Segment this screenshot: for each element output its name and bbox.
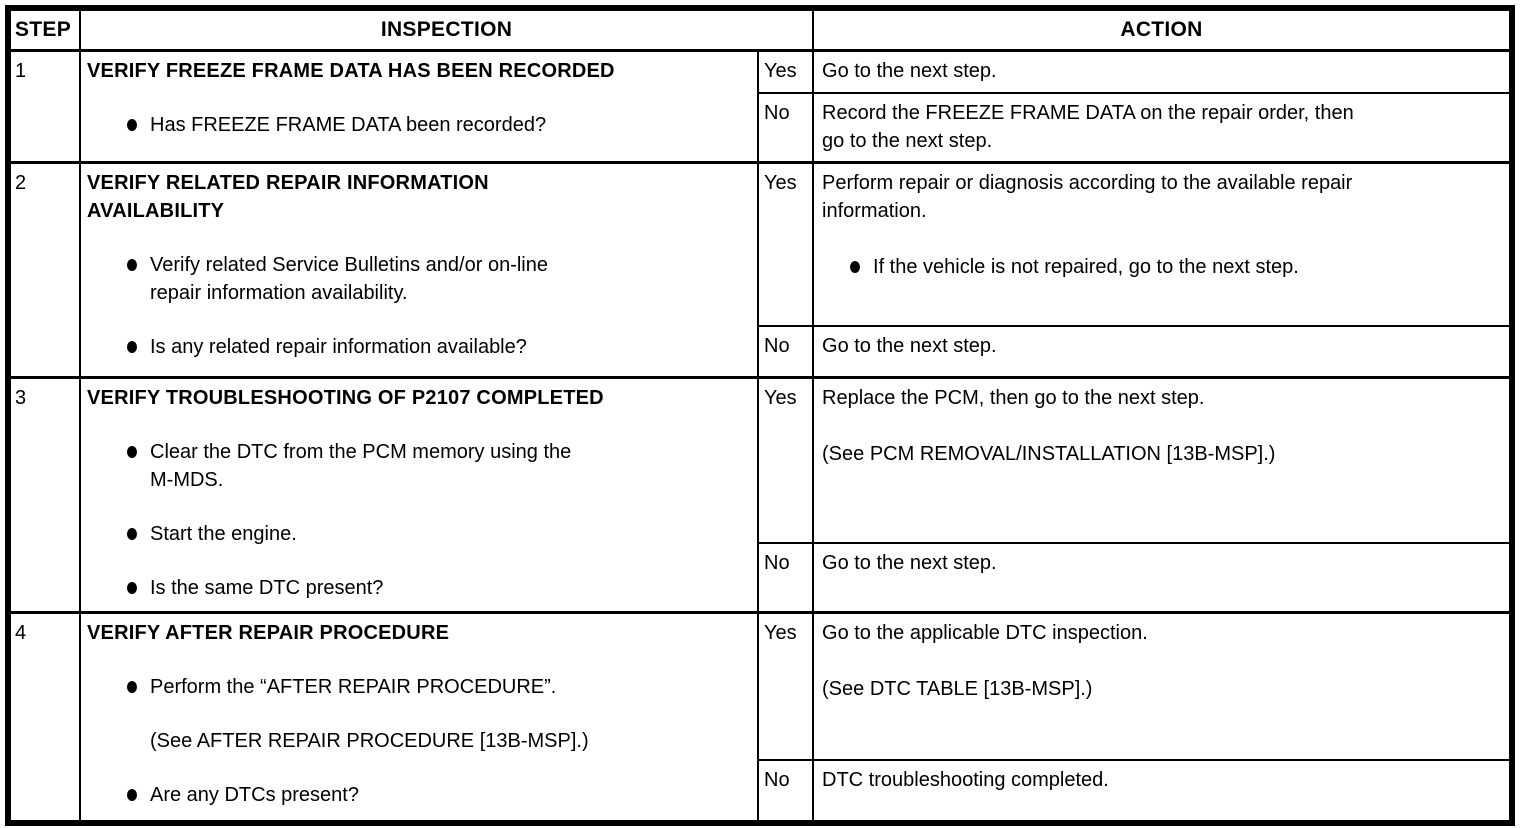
action-text: Go to the next step. bbox=[822, 334, 997, 357]
header-row: STEP INSPECTION ACTION bbox=[7, 7, 1513, 52]
yes-action-cell: Perform repair or diagnosis according to… bbox=[812, 161, 1513, 327]
no-label: No bbox=[756, 91, 815, 164]
action-reference-note: (See DTC TABLE [13B-MSP].) bbox=[822, 678, 1093, 700]
action-col-header: ACTION bbox=[812, 7, 1513, 52]
action-text: Go to the next step. bbox=[822, 60, 997, 82]
bullet-text: Has FREEZE FRAME DATA been recorded? bbox=[150, 114, 547, 136]
no-label: No bbox=[756, 758, 815, 824]
action-text: Go to the applicable DTC inspection. bbox=[822, 622, 1148, 644]
step-col-header: STEP bbox=[7, 7, 81, 52]
troubleshooting-table: STEP INSPECTION ACTION 1 VERIFY FREEZE F… bbox=[5, 5, 1515, 826]
yes-action-cell: Go to the next step. bbox=[812, 49, 1513, 94]
bullet-item: Are any DTCs present? bbox=[127, 781, 751, 809]
action-text: Replace the PCM, then go to the next ste… bbox=[822, 387, 1205, 409]
bullet-item: Clear the DTC from the PCM memory using … bbox=[127, 438, 751, 494]
bullet-icon bbox=[127, 446, 137, 458]
step-number: 2 bbox=[7, 161, 81, 379]
table-row-step3-no: No Go to the next step. bbox=[8, 541, 1513, 614]
step-number: 4 bbox=[7, 611, 81, 824]
no-action-cell: Go to the next step. bbox=[812, 324, 1513, 379]
inspection-col-header: INSPECTION bbox=[78, 7, 815, 52]
bullet-item: Perform the “AFTER REPAIR PROCEDURE”. bbox=[127, 673, 751, 701]
bullet-text: Is any related repair information availa… bbox=[150, 336, 527, 358]
yes-action-cell: Go to the applicable DTC inspection. (Se… bbox=[812, 611, 1513, 761]
table-row-step2-yes: 2 VERIFY RELATED REPAIR INFORMATION AVAI… bbox=[7, 161, 1513, 379]
bullet-icon bbox=[127, 119, 137, 131]
bullet-icon bbox=[127, 681, 137, 693]
no-action-cell: Record the FREEZE FRAME DATA on the repa… bbox=[812, 91, 1513, 164]
yes-label: Yes bbox=[756, 49, 815, 94]
inspection-reference-note: (See AFTER REPAIR PROCEDURE [13B-MSP].) bbox=[150, 730, 589, 752]
bullet-item: Has FREEZE FRAME DATA been recorded? bbox=[127, 111, 751, 139]
bullet-text: Perform the “AFTER REPAIR PROCEDURE”. bbox=[150, 676, 557, 698]
bullet-item: Is any related repair information availa… bbox=[127, 333, 751, 361]
table-row-step1-no: No Record the FREEZE FRAME DATA on the r… bbox=[8, 91, 1513, 164]
yes-label: Yes bbox=[756, 376, 815, 544]
action-text: Perform repair or diagnosis according to… bbox=[822, 172, 1353, 222]
table-row-step1-yes: 1 VERIFY FREEZE FRAME DATA HAS BEEN RECO… bbox=[7, 49, 1513, 164]
action-text: Go to the next step. bbox=[822, 551, 997, 574]
bullet-icon bbox=[127, 528, 137, 540]
bullet-text: Verify related Service Bulletins and/or … bbox=[150, 254, 548, 304]
bullet-icon bbox=[850, 261, 861, 273]
inspection-title: VERIFY RELATED REPAIR INFORMATION AVAILA… bbox=[87, 172, 489, 222]
table-row-step4-yes: 4 VERIFY AFTER REPAIR PROCEDURE Perform … bbox=[7, 611, 1513, 824]
bullet-text: If the vehicle is not repaired, go to th… bbox=[873, 256, 1299, 278]
no-label: No bbox=[756, 541, 815, 614]
bullet-text: Are any DTCs present? bbox=[150, 784, 359, 806]
table-row-step3-yes: 3 VERIFY TROUBLESHOOTING OF P2107 COMPLE… bbox=[7, 376, 1513, 614]
no-action-cell: DTC troubleshooting completed. bbox=[812, 758, 1513, 824]
yes-label: Yes bbox=[756, 161, 815, 327]
bullet-text: Clear the DTC from the PCM memory using … bbox=[150, 441, 572, 491]
bullet-icon bbox=[127, 259, 137, 271]
step-number: 3 bbox=[7, 376, 81, 614]
inspection-cell: VERIFY RELATED REPAIR INFORMATION AVAILA… bbox=[79, 161, 759, 379]
inspection-cell: VERIFY FREEZE FRAME DATA HAS BEEN RECORD… bbox=[79, 49, 759, 164]
action-text: Record the FREEZE FRAME DATA on the repa… bbox=[822, 101, 1354, 152]
inspection-title: VERIFY AFTER REPAIR PROCEDURE bbox=[87, 622, 450, 644]
action-reference-note: (See PCM REMOVAL/INSTALLATION [13B-MSP].… bbox=[822, 443, 1276, 465]
inspection-title: VERIFY TROUBLESHOOTING OF P2107 COMPLETE… bbox=[87, 387, 604, 409]
yes-action-cell: Replace the PCM, then go to the next ste… bbox=[812, 376, 1513, 544]
no-label: No bbox=[756, 324, 815, 379]
bullet-icon bbox=[127, 341, 137, 353]
action-text: DTC troubleshooting completed. bbox=[822, 768, 1109, 791]
bullet-text: Start the engine. bbox=[150, 523, 297, 545]
inspection-cell: VERIFY AFTER REPAIR PROCEDURE Perform th… bbox=[79, 611, 759, 824]
bullet-item: Verify related Service Bulletins and/or … bbox=[127, 251, 751, 307]
inspection-cell: VERIFY TROUBLESHOOTING OF P2107 COMPLETE… bbox=[79, 376, 759, 614]
inspection-title: VERIFY FREEZE FRAME DATA HAS BEEN RECORD… bbox=[87, 60, 615, 82]
bullet-item: Start the engine. bbox=[127, 520, 751, 548]
no-action-cell: Go to the next step. bbox=[812, 541, 1513, 614]
bullet-icon bbox=[127, 789, 137, 801]
bullet-text: Is the same DTC present? bbox=[150, 577, 384, 599]
table-row-step4-no: No DTC troubleshooting completed. bbox=[8, 758, 1513, 824]
yes-label: Yes bbox=[756, 611, 815, 761]
table-row-step2-no: No Go to the next step. bbox=[8, 324, 1513, 379]
bullet-item: Is the same DTC present? bbox=[127, 574, 751, 602]
bullet-icon bbox=[127, 582, 137, 594]
step-number: 1 bbox=[7, 49, 81, 164]
action-bullet-item: If the vehicle is not repaired, go to th… bbox=[850, 253, 1501, 281]
